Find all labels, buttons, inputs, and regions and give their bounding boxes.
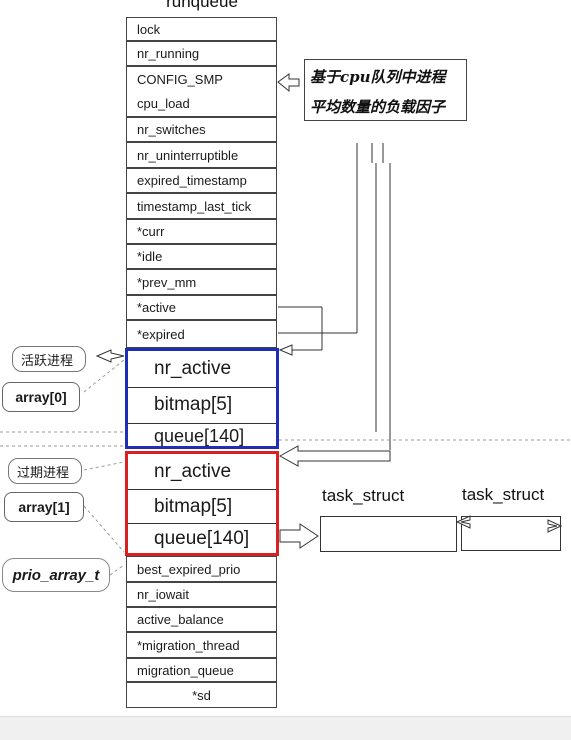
footer-bar (0, 716, 571, 740)
field-idle: *idle (126, 244, 277, 269)
field-lock: lock (126, 17, 277, 41)
task-struct-label-1: task_struct (322, 486, 405, 505)
field-nr-uninterruptible: nr_uninterruptible (126, 142, 277, 168)
note-pointer-arrow (277, 73, 300, 93)
array0-nr-active: nr_active (154, 358, 232, 379)
array1-nr-active: nr_active (154, 461, 232, 482)
queue-to-task-arrow (279, 523, 319, 549)
field-curr: *curr (126, 219, 277, 244)
field-prev-mm: *prev_mm (126, 269, 277, 295)
field-migration-queue: migration_queue (126, 658, 277, 682)
array0-queue: queue[140] (154, 425, 245, 446)
field-active-balance: active_balance (126, 607, 277, 632)
task-struct-box-1 (320, 516, 457, 552)
task-struct-box-2 (461, 516, 561, 551)
array0-bitmap: bitmap[5] (154, 393, 233, 415)
field-config-smp: CONFIG_SMP (126, 66, 277, 91)
array1-divider (128, 489, 276, 490)
array0-label: array[0] (2, 382, 80, 412)
field-expired-timestamp: expired_timestamp (126, 168, 277, 193)
field-sd: *sd (126, 682, 277, 708)
field-nr-switches: nr_switches (126, 117, 277, 142)
active-label-arrow (95, 349, 125, 363)
field-nr-running: nr_running (126, 41, 277, 66)
expired-process-label: 过期进程 (8, 458, 82, 484)
array1-queue: queue[140] (154, 528, 250, 549)
array1-pointer-arrow (278, 445, 391, 467)
array1-divider (128, 523, 276, 524)
field-timestamp-last-tick: timestamp_last_tick (126, 193, 277, 219)
array0-divider (128, 423, 276, 424)
field-active: *active (126, 295, 277, 320)
field-expired: *expired (126, 320, 277, 348)
active-pointer-arrow (278, 344, 293, 356)
array1-label: array[1] (4, 492, 84, 522)
array0-divider (128, 387, 276, 388)
array0-box: nr_active bitmap[5] queue[140] (125, 348, 279, 449)
field-cpu-load: cpu_load (126, 91, 277, 117)
array1-bitmap: bitmap[5] (154, 496, 233, 517)
dashed-guide (83, 359, 125, 393)
task-link-arrow-right (547, 519, 563, 533)
dashed-guide (83, 505, 125, 553)
task-link-arrow-left (455, 515, 471, 529)
field-nr-iowait: nr_iowait (126, 582, 277, 607)
prio-array-label: prio_array_t (2, 558, 110, 592)
active-process-label: 活跃进程 (12, 346, 86, 372)
task-struct-label-2: task_struct (462, 485, 545, 504)
dashed-guide (109, 564, 125, 576)
cpu-load-note-line1: 基于cpu队列中进程 (310, 68, 446, 86)
field-best-expired-prio: best_expired_prio (126, 556, 277, 582)
cpu-load-note-line2: 平均数量的负载因子 (310, 98, 446, 116)
dashed-guide (83, 461, 125, 471)
cpu-load-note-box (304, 59, 467, 121)
array1-box: nr_active bitmap[5] queue[140] (125, 451, 279, 556)
runqueue-title: runqueue (166, 0, 238, 11)
field-migration-thread: *migration_thread (126, 632, 277, 658)
